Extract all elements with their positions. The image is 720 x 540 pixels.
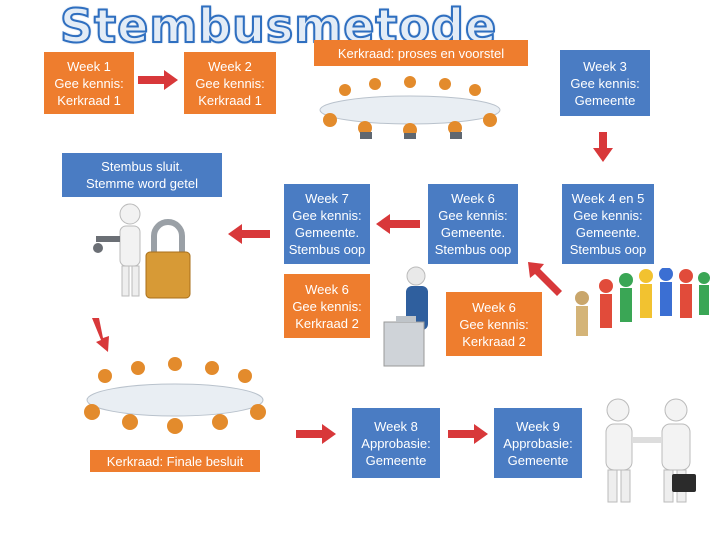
week6a-label: Week 6 Gee kennis: Gemeente. Stembus oop bbox=[434, 191, 512, 257]
arrow-right-icon bbox=[296, 424, 336, 444]
arrow-down-right-icon bbox=[92, 318, 109, 352]
week2-box: Week 2 Gee kennis: Kerkraad 1 bbox=[184, 52, 276, 114]
stembus-sluit-label: Stembus sluit. Stemme word getel bbox=[86, 159, 198, 191]
queue-figures-icon bbox=[575, 268, 710, 336]
week7-label: Week 7 Gee kennis: Gemeente. Stembus oop bbox=[288, 191, 366, 257]
arrow-left-icon bbox=[376, 214, 420, 234]
week3-label: Week 3 Gee kennis: Gemeente bbox=[570, 58, 640, 108]
week8-box: Week 8 Approbasie: Gemeente bbox=[352, 408, 440, 478]
week6b-label: Week 6 Gee kennis: Kerkraad 2 bbox=[292, 281, 362, 331]
week7-box: Week 7 Gee kennis: Gemeente. Stembus oop bbox=[284, 184, 370, 264]
arrow-left-icon bbox=[228, 224, 270, 244]
arrow-right-icon bbox=[448, 424, 488, 444]
week2-label: Week 2 Gee kennis: Kerkraad 1 bbox=[195, 58, 265, 108]
proses-box: Kerkraad: proses en voorstel bbox=[314, 40, 528, 66]
meeting-table-icon bbox=[319, 76, 501, 139]
week1-label: Week 1 Gee kennis: Kerkraad 1 bbox=[54, 58, 124, 108]
week4en5-label: Week 4 en 5 Gee kennis: Gemeente. Stembu… bbox=[569, 191, 647, 257]
finale-label: Kerkraad: Finale besluit bbox=[106, 453, 244, 469]
stembus-sluit-box: Stembus sluit. Stemme word getel bbox=[62, 153, 222, 197]
padlock-figure-icon bbox=[93, 203, 191, 299]
week4en5-box: Week 4 en 5 Gee kennis: Gemeente. Stembu… bbox=[562, 184, 654, 264]
week1-box: Week 1 Gee kennis: Kerkraad 1 bbox=[44, 52, 134, 114]
arrow-up-left-icon bbox=[528, 262, 562, 296]
week9-box: Week 9 Approbasie: Gemeente bbox=[494, 408, 582, 478]
arrow-right-icon bbox=[138, 70, 178, 90]
week6c-label: Week 6 Gee kennis: Kerkraad 2 bbox=[459, 299, 529, 349]
finale-box: Kerkraad: Finale besluit bbox=[90, 450, 260, 472]
week9-label: Week 9 Approbasie: Gemeente bbox=[503, 418, 573, 468]
ballot-box-figure-icon bbox=[383, 266, 428, 367]
arrow-down-icon bbox=[593, 132, 613, 162]
week6c-box: Week 6 Gee kennis: Kerkraad 2 bbox=[446, 292, 542, 356]
week6a-box: Week 6 Gee kennis: Gemeente. Stembus oop bbox=[428, 184, 518, 264]
week3-box: Week 3 Gee kennis: Gemeente bbox=[560, 50, 650, 116]
meeting-table-icon bbox=[84, 357, 266, 434]
proses-label: Kerkraad: proses en voorstel bbox=[337, 45, 505, 61]
handshake-icon bbox=[605, 398, 696, 503]
week8-label: Week 8 Approbasie: Gemeente bbox=[361, 418, 431, 468]
week6b-box: Week 6 Gee kennis: Kerkraad 2 bbox=[284, 274, 370, 338]
